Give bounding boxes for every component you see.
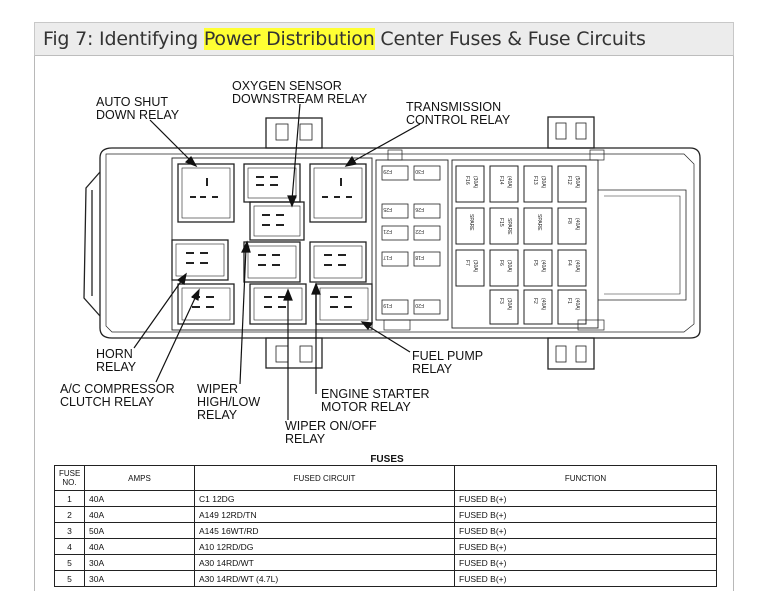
- big-fuse-label: F7: [464, 260, 470, 266]
- big-fuse-rating: (40A): [574, 218, 580, 231]
- title-prefix: Fig 7: Identifying: [43, 28, 204, 50]
- function-cell: FUSED B(+): [454, 570, 717, 587]
- big-fuse-rating: (40A): [540, 260, 546, 273]
- header-function: FUNCTION: [454, 465, 717, 491]
- fused-circuit-cell: A149 12RD/TN: [194, 506, 455, 523]
- fused-circuit-cell: A10 12RD/DG: [194, 538, 455, 555]
- fused-circuit-cell: A30 14RD/WT: [194, 554, 455, 571]
- amps-cell: 50A: [84, 522, 195, 539]
- title-suffix: Center Fuses & Fuse Circuits: [374, 28, 646, 50]
- big-fuse-rating: (30A): [472, 176, 478, 189]
- fuses-table-header: FUSE NO. AMPS FUSED CIRCUIT FUNCTION: [54, 465, 717, 491]
- big-fuse-labels: F16(30A) F14(40A) F13(30A) F12(50A) SPAR…: [464, 176, 580, 311]
- fuse-no-cell: 3: [54, 522, 85, 539]
- big-fuse-label: SPARE: [536, 214, 542, 231]
- big-fuse-rating: (30A): [506, 260, 512, 273]
- big-fuse-label: F14: [498, 176, 504, 185]
- big-fuse-rating: (40A): [574, 298, 580, 311]
- big-fuse-label: SPARE: [468, 214, 474, 231]
- fused-circuit-cell: A145 16WT/RD: [194, 522, 455, 539]
- figure-frame: [34, 22, 734, 591]
- big-fuse-label: F1: [566, 298, 572, 304]
- small-fuse-label: F22: [415, 228, 424, 234]
- big-fuse-rating: (40A): [506, 176, 512, 189]
- big-fuse-rating: (30A): [540, 176, 546, 189]
- header-amps: AMPS: [84, 465, 195, 491]
- small-fuse-label: F17: [383, 254, 392, 260]
- ac-compressor-relay-label: A/C COMPRESSOR CLUTCH RELAY: [60, 382, 175, 409]
- big-fuse-rating: SPARE: [506, 218, 512, 235]
- oxygen-sensor-relay-label: OXYGEN SENSOR DOWNSTREAM RELAY: [232, 79, 368, 106]
- auto-shut-down-relay-label: AUTO SHUT DOWN RELAY: [96, 95, 180, 122]
- big-fuse-label: F2: [532, 298, 538, 304]
- big-fuse-label: F5: [532, 260, 538, 266]
- small-fuse-label: F21: [383, 228, 392, 234]
- small-fuse-label: F20: [415, 302, 424, 308]
- amps-cell: 30A: [84, 570, 195, 587]
- small-fuse-label: F19: [383, 302, 392, 308]
- fuse-no-cell: 5: [54, 554, 85, 571]
- big-fuse-rating: (40A): [574, 260, 580, 273]
- horn-relay-label: HORN RELAY: [96, 347, 137, 374]
- small-fuse-label: F30: [415, 168, 424, 174]
- fuse-no-cell: 2: [54, 506, 85, 523]
- function-cell: FUSED B(+): [454, 538, 717, 555]
- small-fuse-label: F18: [415, 254, 424, 260]
- small-fuse-label: F29: [383, 168, 392, 174]
- big-fuse-rating: (30A): [506, 298, 512, 311]
- big-fuse-label: F6: [498, 260, 504, 266]
- big-fuse-label: F15: [498, 218, 504, 227]
- fuse-no-cell: 5: [54, 570, 85, 587]
- function-cell: FUSED B(+): [454, 490, 717, 507]
- title-highlight: Power Distribution: [203, 28, 375, 50]
- fuse-no-cell: 4: [54, 538, 85, 555]
- fused-circuit-cell: C1 12DG: [194, 490, 455, 507]
- big-fuse-label: F3: [498, 298, 504, 304]
- big-fuse-rating: (40A): [540, 298, 546, 311]
- amps-cell: 30A: [84, 554, 195, 571]
- amps-cell: 40A: [84, 506, 195, 523]
- small-fuse-label: F26: [415, 206, 424, 212]
- small-fuse-label: F25: [383, 206, 392, 212]
- fuse-no-cell: 1: [54, 490, 85, 507]
- fuses-table-title: FUSES: [370, 454, 404, 465]
- transmission-control-relay-label: TRANSMISSION CONTROL RELAY: [406, 100, 511, 127]
- header-fuse-no: FUSE NO.: [54, 465, 85, 491]
- figure-title: Fig 7: Identifying Power Distribution Ce…: [43, 28, 646, 50]
- fused-circuit-cell: A30 14RD/WT (4.7L): [194, 570, 455, 587]
- big-fuse-label: F13: [532, 176, 538, 185]
- wiper-on-off-relay-label: WIPER ON/OFF RELAY: [285, 419, 377, 446]
- big-fuse-label: F12: [566, 176, 572, 185]
- wiper-high-low-relay-label: WIPER HIGH/LOW RELAY: [197, 382, 261, 422]
- function-cell: FUSED B(+): [454, 554, 717, 571]
- big-fuse-label: F16: [464, 176, 470, 185]
- amps-cell: 40A: [84, 490, 195, 507]
- small-fuse-labels: F29 F30 F25 F26 F21 F22 F17 F18 F19 F20: [383, 168, 424, 308]
- big-fuse-rating: (50A): [574, 176, 580, 189]
- engine-starter-relay-label: ENGINE STARTER MOTOR RELAY: [321, 387, 430, 414]
- big-fuse-rating: (30A): [472, 260, 478, 273]
- big-fuse-label: F4: [566, 260, 572, 266]
- big-fuse-label: F8: [566, 218, 572, 224]
- figure-header: Fig 7: Identifying Power Distribution Ce…: [34, 22, 734, 56]
- amps-cell: 40A: [84, 538, 195, 555]
- header-fused-circuit: FUSED CIRCUIT: [194, 465, 455, 491]
- function-cell: FUSED B(+): [454, 506, 717, 523]
- fuel-pump-relay-label: FUEL PUMP RELAY: [412, 349, 484, 376]
- function-cell: FUSED B(+): [454, 522, 717, 539]
